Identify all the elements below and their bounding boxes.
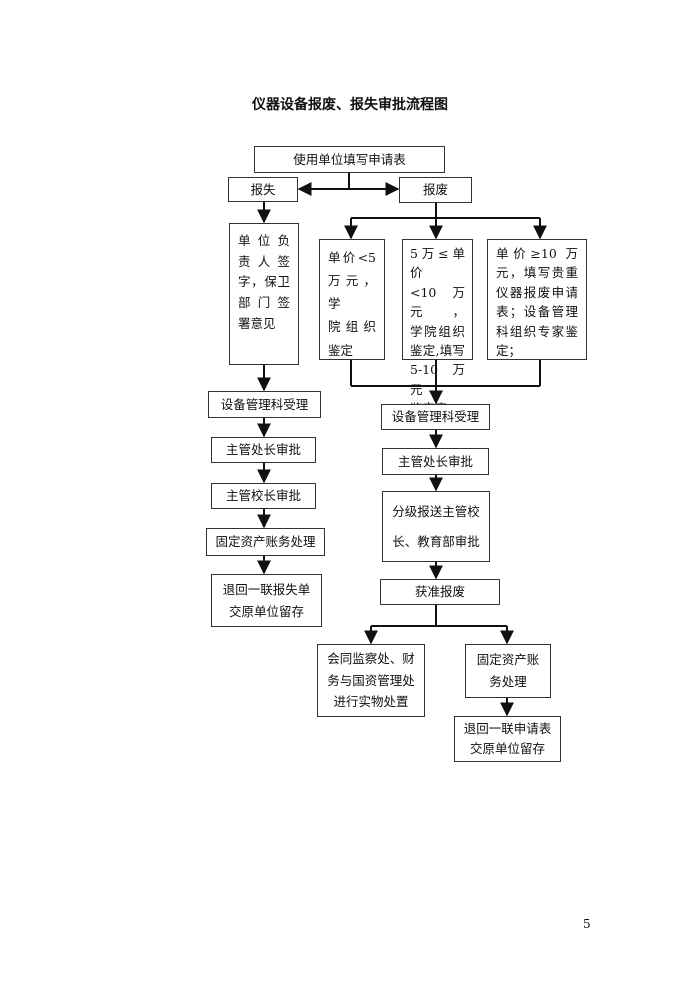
loss-step1-line: 单位负 <box>238 233 290 248</box>
branch-c-line: 元，填写贵重 <box>496 265 578 281</box>
scrap-step4-line: 长、教育部审批 <box>392 533 480 549</box>
loss-step3-box: 主管处长审批 <box>211 437 316 463</box>
branch-a-line: 单价<5 <box>328 250 376 265</box>
scrap-final-line: 退回一联申请表 <box>463 721 552 736</box>
loss-step1-line: 字，保卫 <box>238 274 290 290</box>
loss-step5-label: 固定资产账务处理 <box>215 534 316 550</box>
scrap-label: 报废 <box>422 182 448 198</box>
loss-step6-line: 退回一联报失单 <box>222 582 311 598</box>
loss-step2-box: 设备管理科受理 <box>208 391 321 418</box>
loss-step6-line: 交原单位留存 <box>228 603 304 619</box>
disposal-box: 会同监察处、财 务与国资管理处 进行实物处置 <box>317 644 425 717</box>
loss-box: 报失 <box>228 177 298 202</box>
page-number: 5 <box>583 917 591 931</box>
scrap-step4-line: 分级报送主管校 <box>392 503 480 519</box>
loss-step3-label: 主管处长审批 <box>225 442 301 458</box>
scrap-final-box: 退回一联申请表 交原单位留存 <box>454 716 561 762</box>
loss-step4-label: 主管校长审批 <box>225 488 301 504</box>
disposal-line: 会同监察处、财 <box>327 650 415 666</box>
branch-c-line: 定； <box>496 342 522 358</box>
scrap-accounting-line: 务处理 <box>489 674 527 689</box>
branch-b-line: 5-10 万元 <box>410 362 465 397</box>
loss-step5-box: 固定资产账务处理 <box>206 528 325 556</box>
loss-step1-line: 责人签 <box>238 253 290 269</box>
scrap-accounting-box: 固定资产账 务处理 <box>465 644 551 698</box>
scrap-accounting-line: 固定资产账 <box>476 652 540 668</box>
loss-step1-box: 单位负 责人签 字，保卫 部门签 署意见 <box>229 223 299 365</box>
branch-c-box: 单价≥10 万 元，填写贵重 仪器报废申请 表；设备管理 科组织专家鉴 定； <box>487 239 587 360</box>
branch-c-line: 科组织专家鉴 <box>496 323 578 339</box>
branch-c-line: 表；设备管理 <box>496 304 578 320</box>
loss-step1-line: 署意见 <box>238 315 276 331</box>
loss-step4-box: 主管校长审批 <box>211 483 316 509</box>
branch-a-line: 鉴定 <box>328 342 354 358</box>
scrap-step3-label: 主管处长审批 <box>397 453 473 469</box>
disposal-line: 务与国资管理处 <box>327 672 415 688</box>
scrap-step5-box: 获准报废 <box>380 579 500 605</box>
branch-c-line: 仪器报废申请 <box>496 284 578 300</box>
start-box: 使用单位填写申请表 <box>254 146 445 173</box>
branch-b-line: 学院组织 <box>410 323 465 339</box>
branch-c-line: 单价≥10 万 <box>496 246 578 261</box>
scrap-step5-label: 获准报废 <box>414 584 465 600</box>
branch-a-box: 单价<5 万元，学 院组织 鉴定 <box>319 239 385 360</box>
branch-b-line: 鉴定,填写 <box>410 342 465 358</box>
loss-step1-line: 部门签 <box>238 294 290 310</box>
loss-label: 报失 <box>250 181 276 197</box>
scrap-final-line: 交原单位留存 <box>469 741 545 756</box>
scrap-step3-box: 主管处长审批 <box>382 448 489 475</box>
disposal-line: 进行实物处置 <box>333 694 409 710</box>
start-label: 使用单位填写申请表 <box>293 151 406 167</box>
page-title: 仪器设备报废、报失审批流程图 <box>252 97 448 113</box>
scrap-step2-box: 设备管理科受理 <box>381 404 490 430</box>
scrap-box: 报废 <box>399 177 472 203</box>
scrap-step2-label: 设备管理科受理 <box>391 409 480 425</box>
loss-step2-label: 设备管理科受理 <box>220 396 309 412</box>
branch-a-line: 万元，学 <box>328 273 376 312</box>
branch-b-box: 5万≤单价 <10万元， 学院组织 鉴定,填写 5-10 万元 鉴定表 <box>402 239 473 416</box>
branch-b-line: <10万元， <box>410 284 465 320</box>
loss-step6-box: 退回一联报失单 交原单位留存 <box>211 574 322 627</box>
scrap-step4-box: 分级报送主管校 长、教育部审批 <box>382 491 490 562</box>
branch-a-line: 院组织 <box>328 319 376 335</box>
branch-b-line: 5万≤单价 <box>410 246 465 281</box>
